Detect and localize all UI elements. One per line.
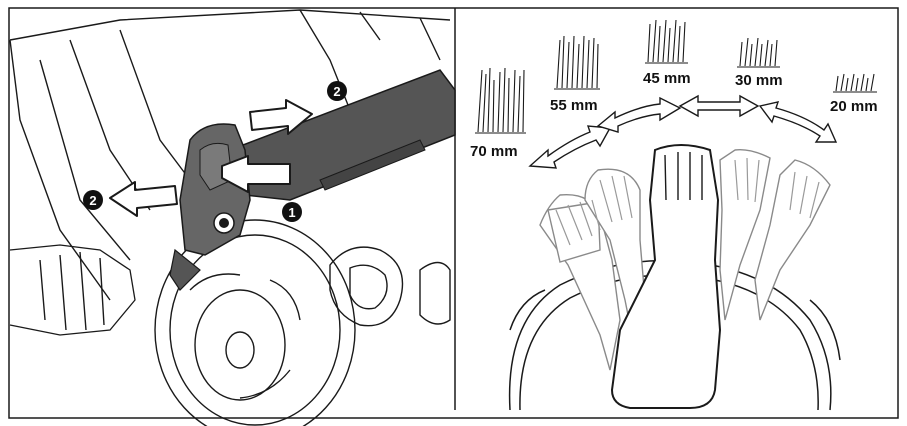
height-label-30mm: 30 mm <box>735 72 783 89</box>
callout-2-top-text: 2 <box>333 84 340 99</box>
arrow-pull-out <box>221 155 291 193</box>
callout-2-left-text: 2 <box>89 193 96 208</box>
arrow-move-left <box>109 181 178 217</box>
rear-wheel-right <box>329 246 404 327</box>
height-label-55mm: 55 mm <box>550 97 598 114</box>
rear-wheel-far <box>419 261 451 325</box>
outer-frame <box>8 7 899 419</box>
lever-positions-faded <box>539 148 831 371</box>
front-ribs <box>39 251 105 331</box>
arrow-70-55 <box>528 125 612 169</box>
grass-45mm <box>645 19 688 64</box>
grass-20mm <box>833 73 877 93</box>
front-wheel <box>154 219 356 426</box>
callout-2-left: 2 <box>83 190 103 210</box>
right-panel-heights: 70 mm 55 mm 45 mm 30 mm 20 mm <box>470 19 878 411</box>
left-panel-mower <box>9 9 451 426</box>
mower-housing <box>9 9 451 301</box>
movement-arrows <box>109 99 313 217</box>
height-label-45mm: 45 mm <box>643 70 691 87</box>
grass-30mm <box>737 37 780 68</box>
position-arrows <box>528 94 838 169</box>
callout-2-top: 2 <box>327 81 347 101</box>
arrow-30-20 <box>758 101 838 143</box>
mower-grass-box <box>9 244 136 336</box>
callout-1-text: 1 <box>288 205 295 220</box>
height-label-20mm: 20 mm <box>830 98 878 115</box>
arrow-move-right <box>249 99 313 135</box>
callout-1: 1 <box>282 202 302 222</box>
grass-55mm <box>554 35 600 90</box>
arrow-55-45 <box>596 96 682 133</box>
grass-tufts <box>475 19 877 134</box>
lever-position-active <box>610 144 722 409</box>
arrow-45-30 <box>678 94 760 118</box>
lever-slots-faded <box>555 157 820 246</box>
height-label-70mm: 70 mm <box>470 143 518 160</box>
adjustment-lever <box>169 69 456 291</box>
grass-70mm <box>475 67 526 134</box>
